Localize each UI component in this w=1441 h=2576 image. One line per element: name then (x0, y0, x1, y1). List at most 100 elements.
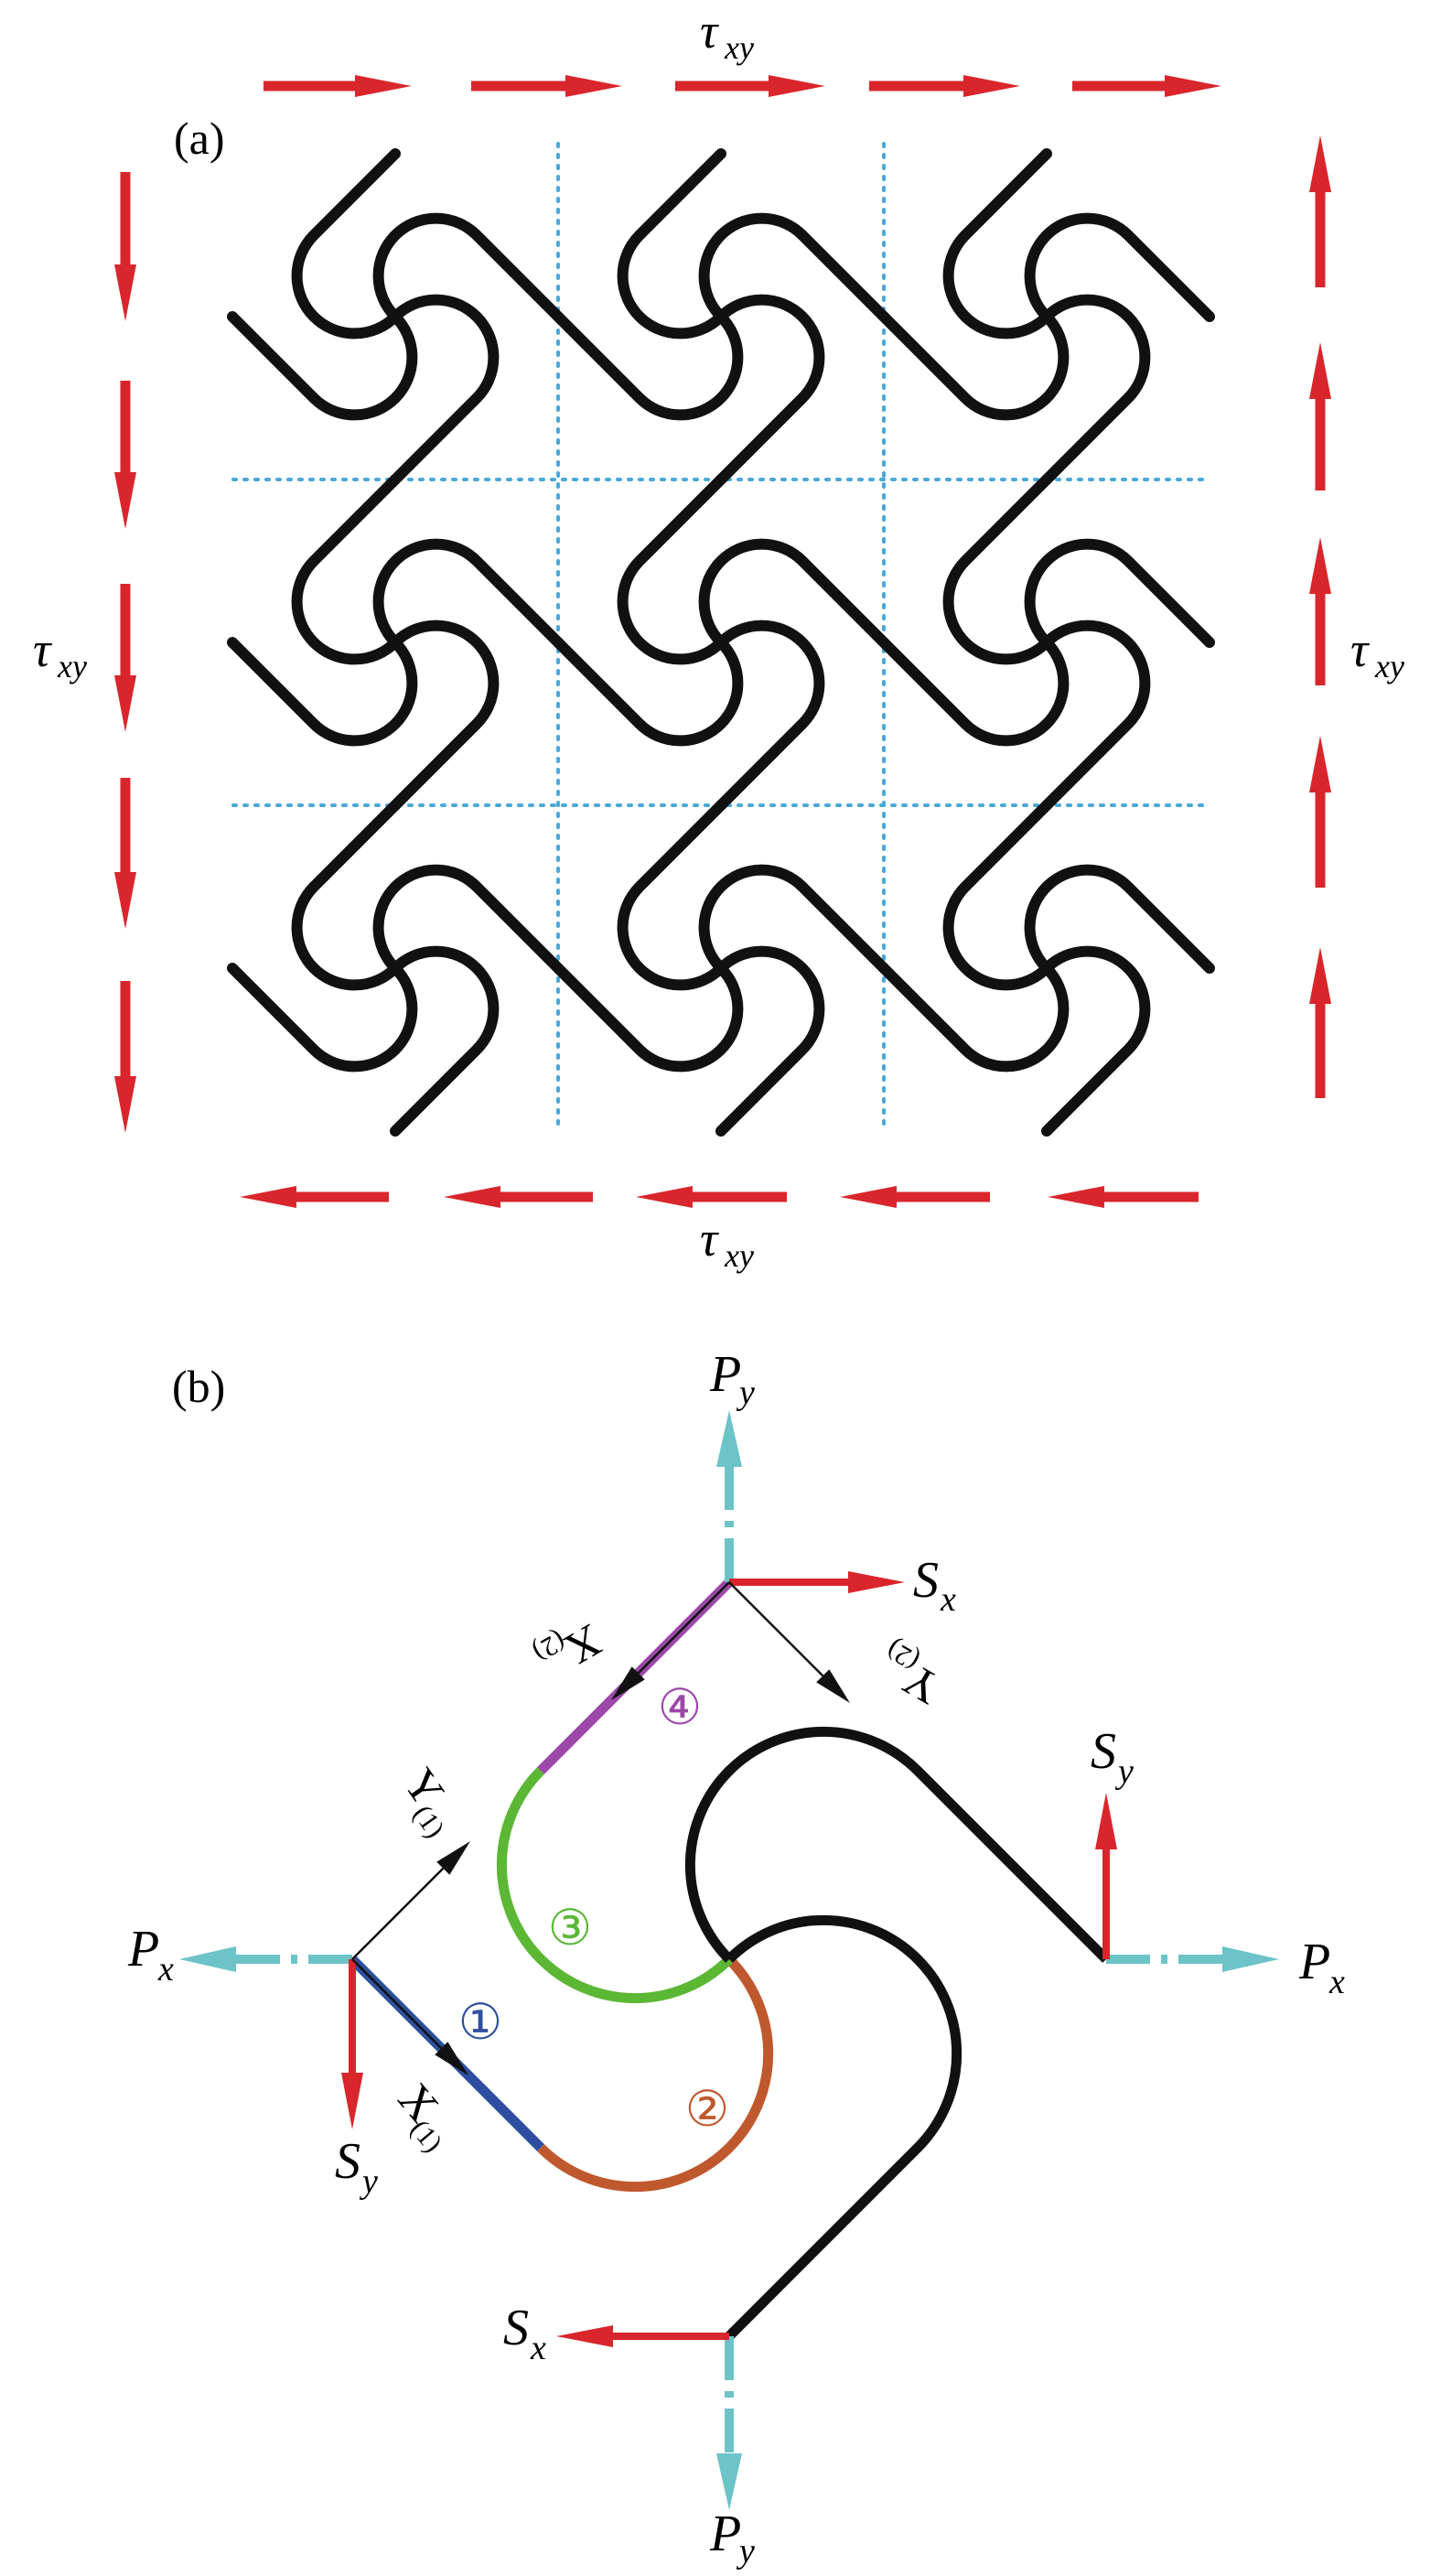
ligament-arm (1041, 945, 1151, 1137)
force-symbol: S (335, 2133, 360, 2190)
shear-arrow-top (675, 75, 825, 97)
arrow-head (848, 1571, 905, 1593)
force-symbol: P (709, 1346, 741, 1403)
ligament-arm (1041, 620, 1151, 811)
segment-1-number: ① (458, 1995, 502, 2050)
shear-arrow-top (869, 75, 1020, 97)
force-subscript: x (940, 1580, 956, 1619)
ligament-arm (878, 637, 1070, 747)
ligament-arm (942, 800, 1052, 991)
arrow-head (436, 1841, 470, 1875)
stress-subscript: xy (724, 29, 754, 66)
ligament-arm (617, 474, 726, 665)
force-label-py-bottom: P y (709, 2506, 755, 2571)
chiral-unit-cell (878, 474, 1215, 811)
arrow-head (816, 1669, 850, 1703)
shear-arrow-right (1309, 135, 1331, 287)
shear-force-arrow-sy-right (1095, 1793, 1117, 1959)
stress-subscript: xy (724, 1237, 754, 1274)
arrow-head (114, 1076, 136, 1133)
ligament-arm (553, 637, 744, 747)
stress-label-right: τ xy (1350, 622, 1404, 684)
chiral-unit-cell (553, 148, 889, 485)
ligament-arm (553, 963, 744, 1072)
axis-arrow-y1 (351, 1841, 470, 1960)
segment-2-number: ② (685, 2082, 729, 2137)
ligament-arm (617, 800, 726, 991)
ligament-arm (1024, 212, 1215, 322)
arrow-head (114, 675, 136, 732)
arrow-head (1048, 1186, 1104, 1208)
segment-3-arc (496, 1767, 733, 2004)
shear-arrow-bottom (240, 1186, 389, 1208)
ligament-arm (227, 963, 418, 1072)
ligament-arm (698, 212, 889, 322)
force-label-px-left: P x (127, 1921, 174, 1989)
arrow-head (769, 75, 825, 97)
ligament-arm (715, 945, 825, 1137)
chiral-unit-cell (553, 474, 889, 811)
ligament-arm (715, 620, 825, 811)
shear-arrow-left (114, 778, 136, 929)
shear-arrow-left (114, 981, 136, 1133)
panel-b (179, 1410, 1279, 2510)
arrow-head (565, 75, 622, 97)
arrow-head (716, 1410, 742, 1467)
force-subscript: y (1114, 1752, 1134, 1791)
chiral-unit-cell (227, 474, 564, 811)
arrow-head (179, 1946, 236, 1972)
force-subscript: x (530, 2329, 546, 2367)
force-arrow-px-right (1106, 1946, 1279, 1972)
ligament-arm (878, 963, 1070, 1072)
ligament-arm (1024, 864, 1215, 974)
force-symbol: P (709, 2506, 741, 2562)
force-label-py-top: P y (709, 1346, 755, 1412)
arrow-head (1165, 75, 1221, 97)
stress-subscript: xy (57, 648, 87, 684)
shear-arrow-bottom (636, 1186, 787, 1208)
stress-symbol: τ (33, 622, 52, 677)
arrow-head (611, 1666, 645, 1700)
panel-a-label: (a) (174, 113, 225, 164)
ligament-arm (227, 637, 418, 747)
ligament-arm (942, 474, 1052, 665)
force-arrow-px-left (179, 1946, 352, 1972)
ligament-arm (390, 294, 500, 485)
arrow-head (1309, 736, 1331, 792)
axis-label-y2: Y (2) (882, 1634, 949, 1715)
stress-label-bottom: τ xy (700, 1212, 754, 1274)
force-label-sx-top: S x (913, 1552, 956, 1619)
ligament-arm (553, 311, 744, 421)
ligament-arm (372, 212, 564, 322)
force-symbol: S (913, 1552, 939, 1609)
shear-arrow-right (1309, 342, 1331, 490)
shear-arrow-top (1072, 75, 1221, 97)
arrow-head (240, 1186, 296, 1208)
arrow-head (556, 2325, 613, 2347)
chiral-unit-cell (553, 800, 889, 1137)
stress-subscript: xy (1374, 648, 1404, 684)
panel-a (114, 75, 1331, 1208)
chiral-unit-cell (878, 148, 1215, 485)
arrow-head (114, 264, 136, 321)
force-label-px-right: P x (1298, 1934, 1345, 2001)
shear-force-arrow-sx-bottom (556, 2325, 729, 2347)
arrow-shaft (351, 1958, 443, 2050)
ligament-arm (372, 538, 564, 648)
shear-arrow-left (114, 584, 136, 732)
ligament-arm (291, 148, 401, 340)
ligament-arm (1024, 538, 1215, 648)
chiral-unit-cell (227, 800, 564, 1137)
arrow-head (114, 872, 136, 929)
shear-force-arrow-sy-left (341, 1959, 363, 2129)
axis-label-x1: X (1) (389, 2074, 449, 2159)
arrow-head (1095, 1793, 1117, 1849)
arrow-head (1309, 342, 1331, 399)
ligament-arm (684, 1726, 1110, 1963)
arrow-head (355, 75, 412, 97)
axis-label-x2: X (2) (528, 1614, 611, 1676)
shear-arrow-left (114, 381, 136, 529)
arrow-shaft (637, 1581, 730, 1675)
ligament-arm (715, 294, 825, 485)
